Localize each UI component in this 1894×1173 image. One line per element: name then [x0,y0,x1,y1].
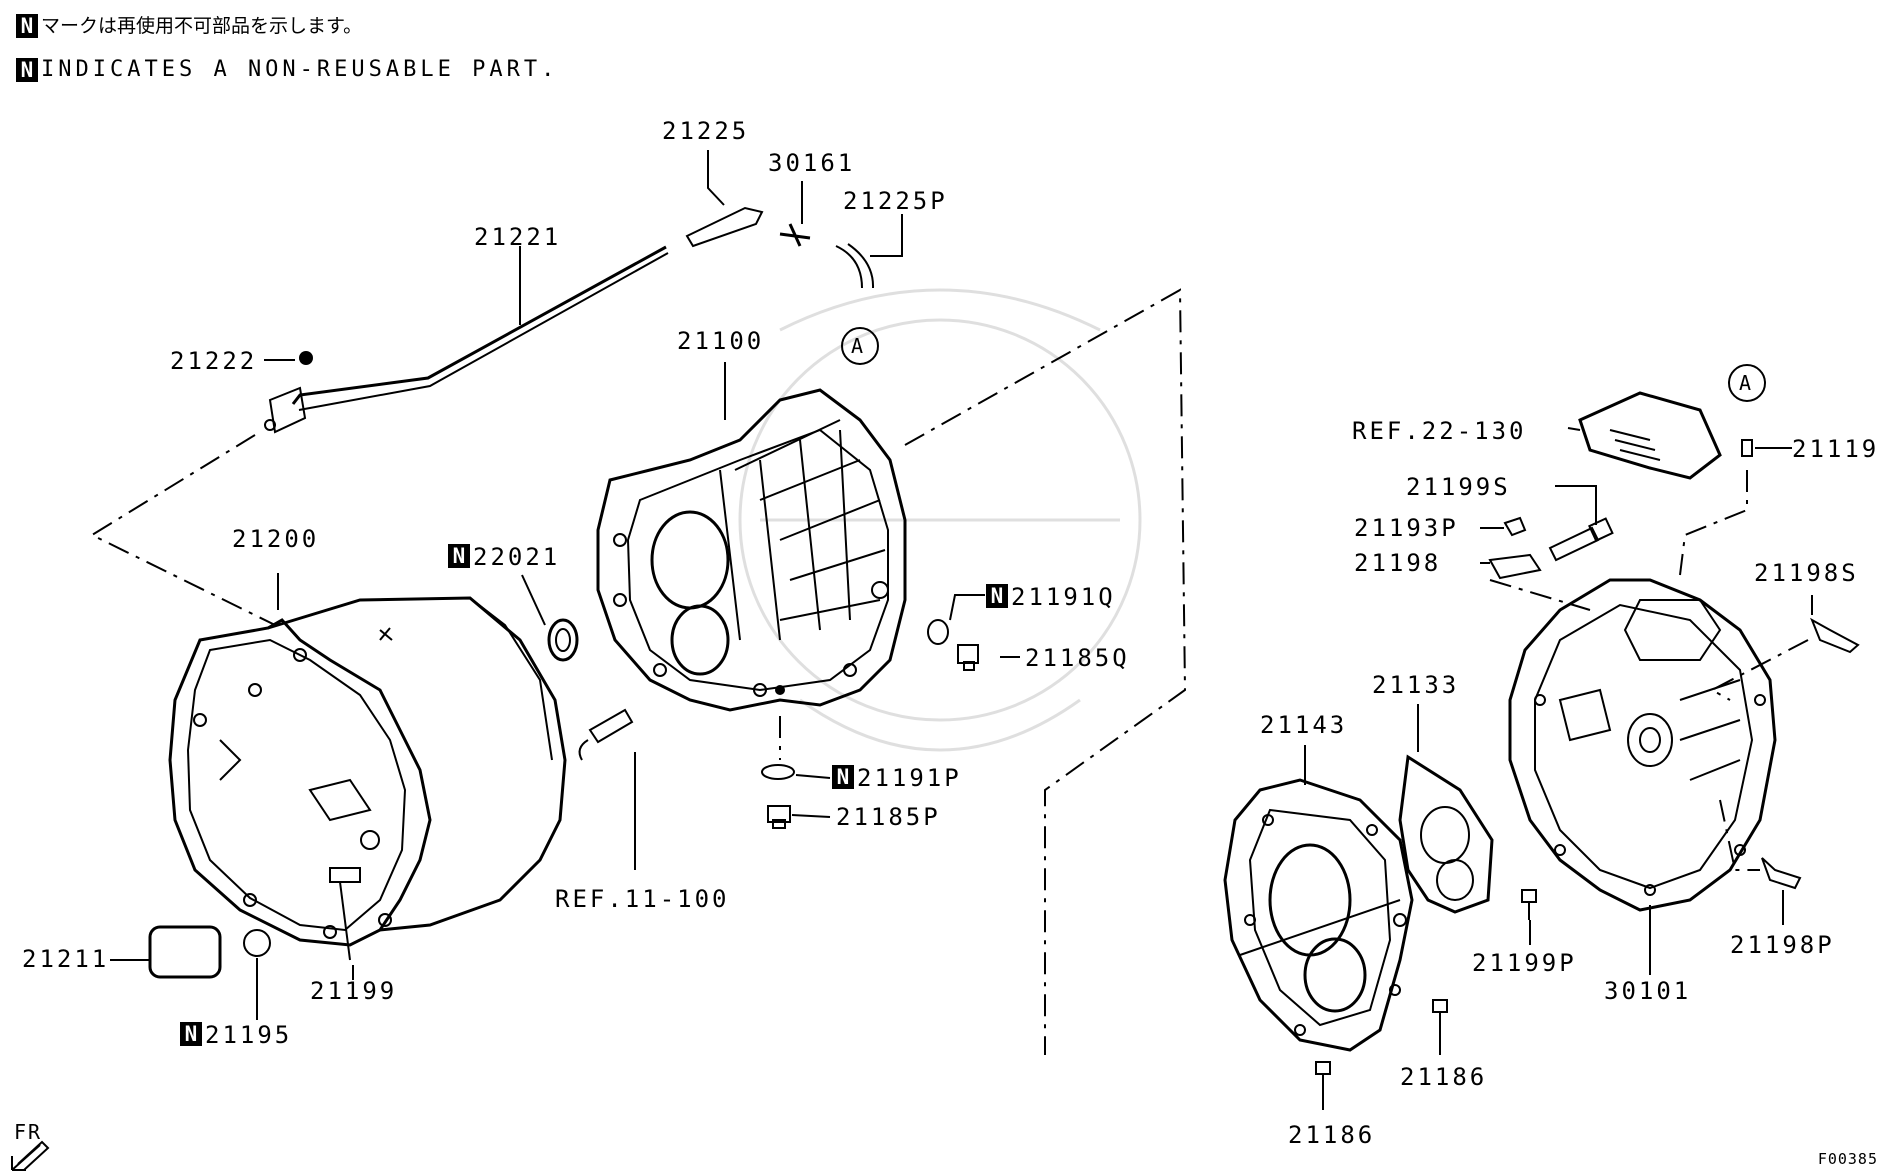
washer-21191P [761,764,795,780]
reference-circle-a [841,327,879,365]
breather-pipe-21221 [264,245,669,434]
washer-21191Q [927,619,949,645]
part-label-21198P: 21198P [1730,931,1835,959]
part-label-21199P: 21199P [1472,949,1577,977]
sensor-ref-11-100 [578,708,634,761]
oil-seal-22021 [547,618,579,662]
bracket-21198P [1761,857,1802,890]
front-direction-label: FR [14,1120,43,1144]
non-reusable-marker-icon: N [16,58,38,82]
figure-reference: F00385 [1817,1150,1878,1168]
plug-21185Q [957,644,979,671]
part-label-30161: 30161 [768,149,856,177]
non-reusable-marker-icon: N [986,584,1008,608]
part-label-21193P: 21193P [1354,514,1459,542]
part-label-21225P: 21225P [843,187,948,215]
cover-plate-21211 [148,925,222,979]
part-label-21143: 21143 [1260,711,1348,739]
bracket-21198 [1488,553,1542,580]
part-label-21186-upper: 21186 [1400,1063,1488,1091]
part-label-21185Q: 21185Q [1025,644,1130,672]
non-reusable-marker-icon: N [180,1022,202,1046]
assembly-guide-lines [89,288,1809,1055]
cover-ref-22-130 [1578,391,1722,480]
part-label-21186-lower: 21186 [1288,1121,1376,1149]
part-label-ref-11-100: REF.11-100 [555,885,730,913]
part-label-21222: 21222 [170,347,258,375]
part-label-21119: 21119 [1792,435,1880,463]
extension-housing-30101 [1508,578,1777,912]
non-reusable-marker-icon: N [832,765,854,789]
plug-21185P [767,805,791,829]
reference-circle-a-2-label: A [1739,371,1752,395]
part-label-21221: 21221 [474,223,562,251]
plug-21195 [243,929,271,957]
part-label-21199: 21199 [310,977,398,1005]
watermark [738,288,1142,752]
bolt-21199 [329,867,361,961]
non-reusable-marker-icon: N [448,544,470,568]
clip-21193P [1503,516,1527,537]
part-label-30101: 30101 [1604,977,1692,1005]
dowel-21186-lower [1315,1061,1331,1075]
part-label-21185P: 21185P [836,803,941,831]
clip-30161 [779,223,811,247]
part-label-21199S: 21199S [1406,473,1511,501]
leader-lines [110,150,1813,1110]
part-label-21198S: 21198S [1754,559,1859,587]
part-21119 [1741,439,1753,457]
gasket-21133 [1398,754,1494,914]
clutch-housing-21200 [168,596,567,947]
bolt-21199S [1548,517,1614,562]
part-label-21211: 21211 [22,945,110,973]
bolt-21199P [1521,889,1537,920]
part-label-ref-22-130: REF.22-130 [1352,417,1527,445]
reference-circle-a-label: A [851,334,864,358]
reference-circle-a-2 [1728,364,1766,402]
bracket-21198S [1810,617,1860,654]
adapter-plate-21143 [1223,778,1414,1052]
part-label-21225: 21225 [662,117,750,145]
hose-21225 [685,206,764,248]
part-label-21133: 21133 [1372,671,1460,699]
part-label-21100: 21100 [677,327,765,355]
part-label-21200: 21200 [232,525,320,553]
transmission-case-21100 [596,388,907,712]
front-direction-arrow-icon [11,1140,50,1171]
hose-21225P [835,243,875,289]
part-label-21198: 21198 [1354,549,1442,577]
non-reusable-marker-icon: N [16,14,38,38]
